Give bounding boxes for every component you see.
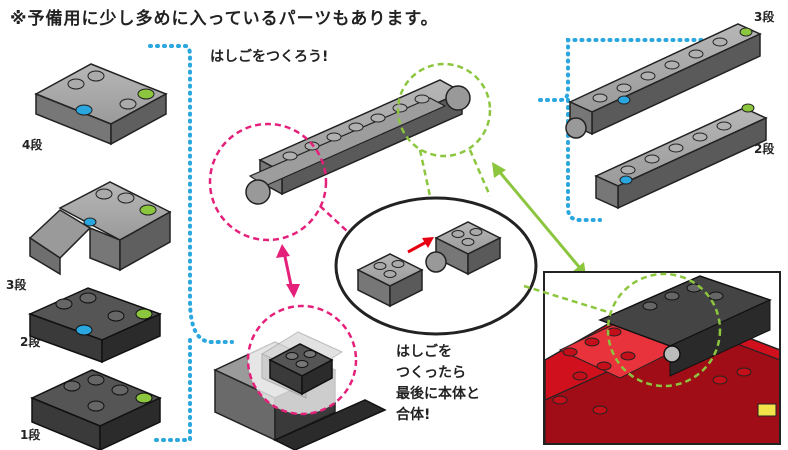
green-connector	[418, 149, 492, 197]
brick-level-3	[28, 181, 172, 276]
blue-dotted-guide-left	[148, 44, 234, 442]
green-zoom-circle-top	[396, 62, 492, 158]
brick-level-1	[30, 369, 162, 450]
fire-truck-inset	[523, 271, 781, 445]
instruction-line-4: 合体!	[396, 407, 431, 423]
joint-brick-right	[425, 221, 502, 276]
dark-top-brick	[268, 343, 334, 396]
right-brick-level-3	[565, 23, 762, 139]
level-label-4: 4段	[22, 138, 43, 152]
pink-double-arrow-icon	[276, 244, 300, 298]
pink-zoom-circle-top	[208, 122, 328, 242]
spare-parts-note: ※予備用に少し多めに入っているパーツもあります。	[10, 9, 439, 29]
instruction-line-1: はしごを	[396, 344, 452, 360]
instruction-line-3: 最後に本体と	[396, 386, 480, 402]
right-level-label-3: 3段	[754, 10, 775, 24]
pink-connector	[319, 205, 349, 233]
instruction-text: はしごを つくったら 最後に本体と 合体!	[396, 342, 536, 426]
instruction-line-2: つくったら	[396, 365, 466, 381]
green-zoom-circle-truck	[606, 272, 722, 388]
diagram-title: はしごをつくろう!	[210, 49, 329, 65]
brick-level-4	[34, 63, 168, 146]
brick-level-2	[27, 287, 163, 364]
red-arrow-icon	[407, 237, 434, 254]
joint-brick-left	[356, 253, 424, 308]
level-label-3: 3段	[6, 278, 27, 292]
blue-dotted-guide-right	[538, 38, 732, 222]
right-brick-level-2	[594, 103, 768, 210]
right-level-label-2: 2段	[754, 142, 775, 156]
ladder-assembly	[245, 79, 471, 205]
level-label-1: 1段	[20, 428, 41, 442]
